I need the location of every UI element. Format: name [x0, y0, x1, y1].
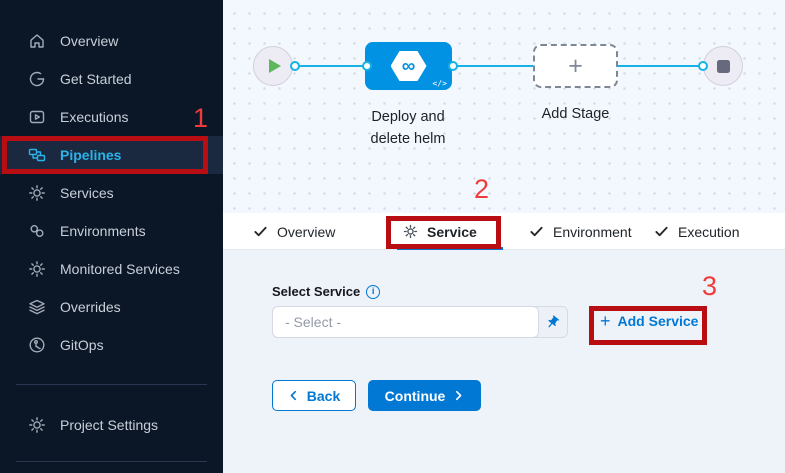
service-select-value[interactable]: - Select -: [272, 306, 539, 338]
executions-icon: [28, 108, 46, 126]
sidebar-item-pipelines[interactable]: Pipelines: [0, 136, 223, 174]
pipeline-canvas: ∞ </> + Deploy and delete helm Add Stage: [223, 0, 785, 213]
info-icon: i: [366, 284, 381, 299]
stage-node-deploy[interactable]: ∞ </>: [365, 42, 452, 90]
select-service-label: Select Service i: [272, 284, 381, 299]
sidebar-item-project-settings[interactable]: Project Settings: [0, 406, 223, 444]
pipeline-connector-line: [273, 65, 723, 67]
service-select-dropdown[interactable]: - Select -: [272, 306, 568, 338]
check-icon: [253, 224, 268, 239]
tab-overview[interactable]: Overview: [253, 213, 335, 250]
continue-button[interactable]: Continue: [368, 380, 481, 411]
add-stage-label: Add Stage: [541, 106, 610, 122]
sidebar-item-label: Services: [60, 185, 114, 201]
port-dot: [698, 61, 708, 71]
stage-label-line1: Deploy and: [371, 109, 445, 125]
gear-icon: [28, 416, 46, 434]
sidebar-divider: [16, 461, 207, 462]
play-icon: [269, 59, 281, 73]
cd-loop-glyph: ∞: [401, 55, 416, 77]
pipelines-icon: [28, 146, 46, 164]
port-dot: [448, 61, 458, 71]
pin-icon[interactable]: [545, 315, 561, 331]
get-started-icon: [28, 70, 46, 88]
add-service-button[interactable]: + Add Service: [600, 312, 698, 330]
sidebar-item-label: Pipelines: [60, 147, 122, 163]
back-button[interactable]: Back: [272, 380, 356, 411]
tab-label: Service: [427, 223, 477, 240]
tab-service[interactable]: Service: [403, 213, 477, 250]
plus-icon: +: [600, 311, 611, 331]
port-dot: [362, 61, 372, 71]
pipeline-start-node: [253, 46, 293, 86]
sidebar-item-overrides[interactable]: Overrides: [0, 288, 223, 326]
sidebar: Overview Get Started Executions Pipeline…: [0, 0, 223, 473]
add-service-label: Add Service: [617, 313, 699, 329]
continue-button-label: Continue: [384, 387, 446, 404]
plus-icon: +: [568, 51, 583, 80]
monitored-services-icon: [28, 260, 46, 278]
sidebar-item-label: Overview: [60, 33, 119, 49]
chevron-right-icon: [456, 390, 462, 401]
sidebar-item-services[interactable]: Services: [0, 174, 223, 212]
gear-icon: [403, 224, 418, 239]
tab-execution[interactable]: Execution: [654, 213, 739, 250]
sidebar-item-get-started[interactable]: Get Started: [0, 60, 223, 98]
gitops-icon: [28, 336, 46, 354]
home-icon: [28, 32, 46, 50]
select-service-label-text: Select Service: [272, 284, 361, 299]
stage-tabbar: Overview Service Environment Execution: [223, 213, 785, 250]
pipeline-end-node: [703, 46, 743, 86]
sidebar-item-gitops[interactable]: GitOps: [0, 326, 223, 364]
sidebar-item-label: GitOps: [60, 337, 104, 353]
chevron-left-icon: [290, 390, 296, 401]
sidebar-item-executions[interactable]: Executions: [0, 98, 223, 136]
environments-icon: [28, 222, 46, 240]
add-stage-button[interactable]: +: [533, 44, 618, 88]
sidebar-item-environments[interactable]: Environments: [0, 212, 223, 250]
code-icon: </>: [432, 79, 447, 88]
sidebar-item-label: Executions: [60, 109, 129, 125]
sidebar-item-monitored-services[interactable]: Monitored Services: [0, 250, 223, 288]
tab-label: Execution: [678, 223, 740, 240]
cd-hexagon-icon: ∞: [390, 51, 427, 81]
stop-icon: [716, 59, 730, 73]
back-button-label: Back: [306, 387, 341, 404]
sidebar-item-label: Overrides: [60, 299, 121, 315]
stage-label-line2: delete helm: [370, 131, 446, 147]
check-icon: [654, 224, 669, 239]
tab-label: Environment: [553, 223, 632, 240]
layers-icon: [28, 298, 46, 316]
main-area: ∞ </> + Deploy and delete helm Add Stage…: [223, 0, 785, 473]
tab-environment[interactable]: Environment: [529, 213, 632, 250]
stage-label: Deploy and delete helm: [343, 106, 473, 150]
sidebar-item-label: Monitored Services: [60, 261, 180, 277]
service-form-panel: Select Service i - Select - + Add Servic…: [223, 250, 785, 473]
sidebar-item-label: Environments: [60, 223, 146, 239]
port-dot: [290, 61, 300, 71]
sidebar-nav: Overview Get Started Executions Pipeline…: [0, 22, 223, 364]
tab-label: Overview: [277, 223, 336, 240]
sidebar-item-label: Get Started: [60, 71, 132, 87]
sidebar-divider: [16, 384, 207, 385]
sidebar-item-overview[interactable]: Overview: [0, 22, 223, 60]
gear-icon: [28, 184, 46, 202]
check-icon: [529, 224, 544, 239]
sidebar-item-label: Project Settings: [60, 417, 159, 433]
